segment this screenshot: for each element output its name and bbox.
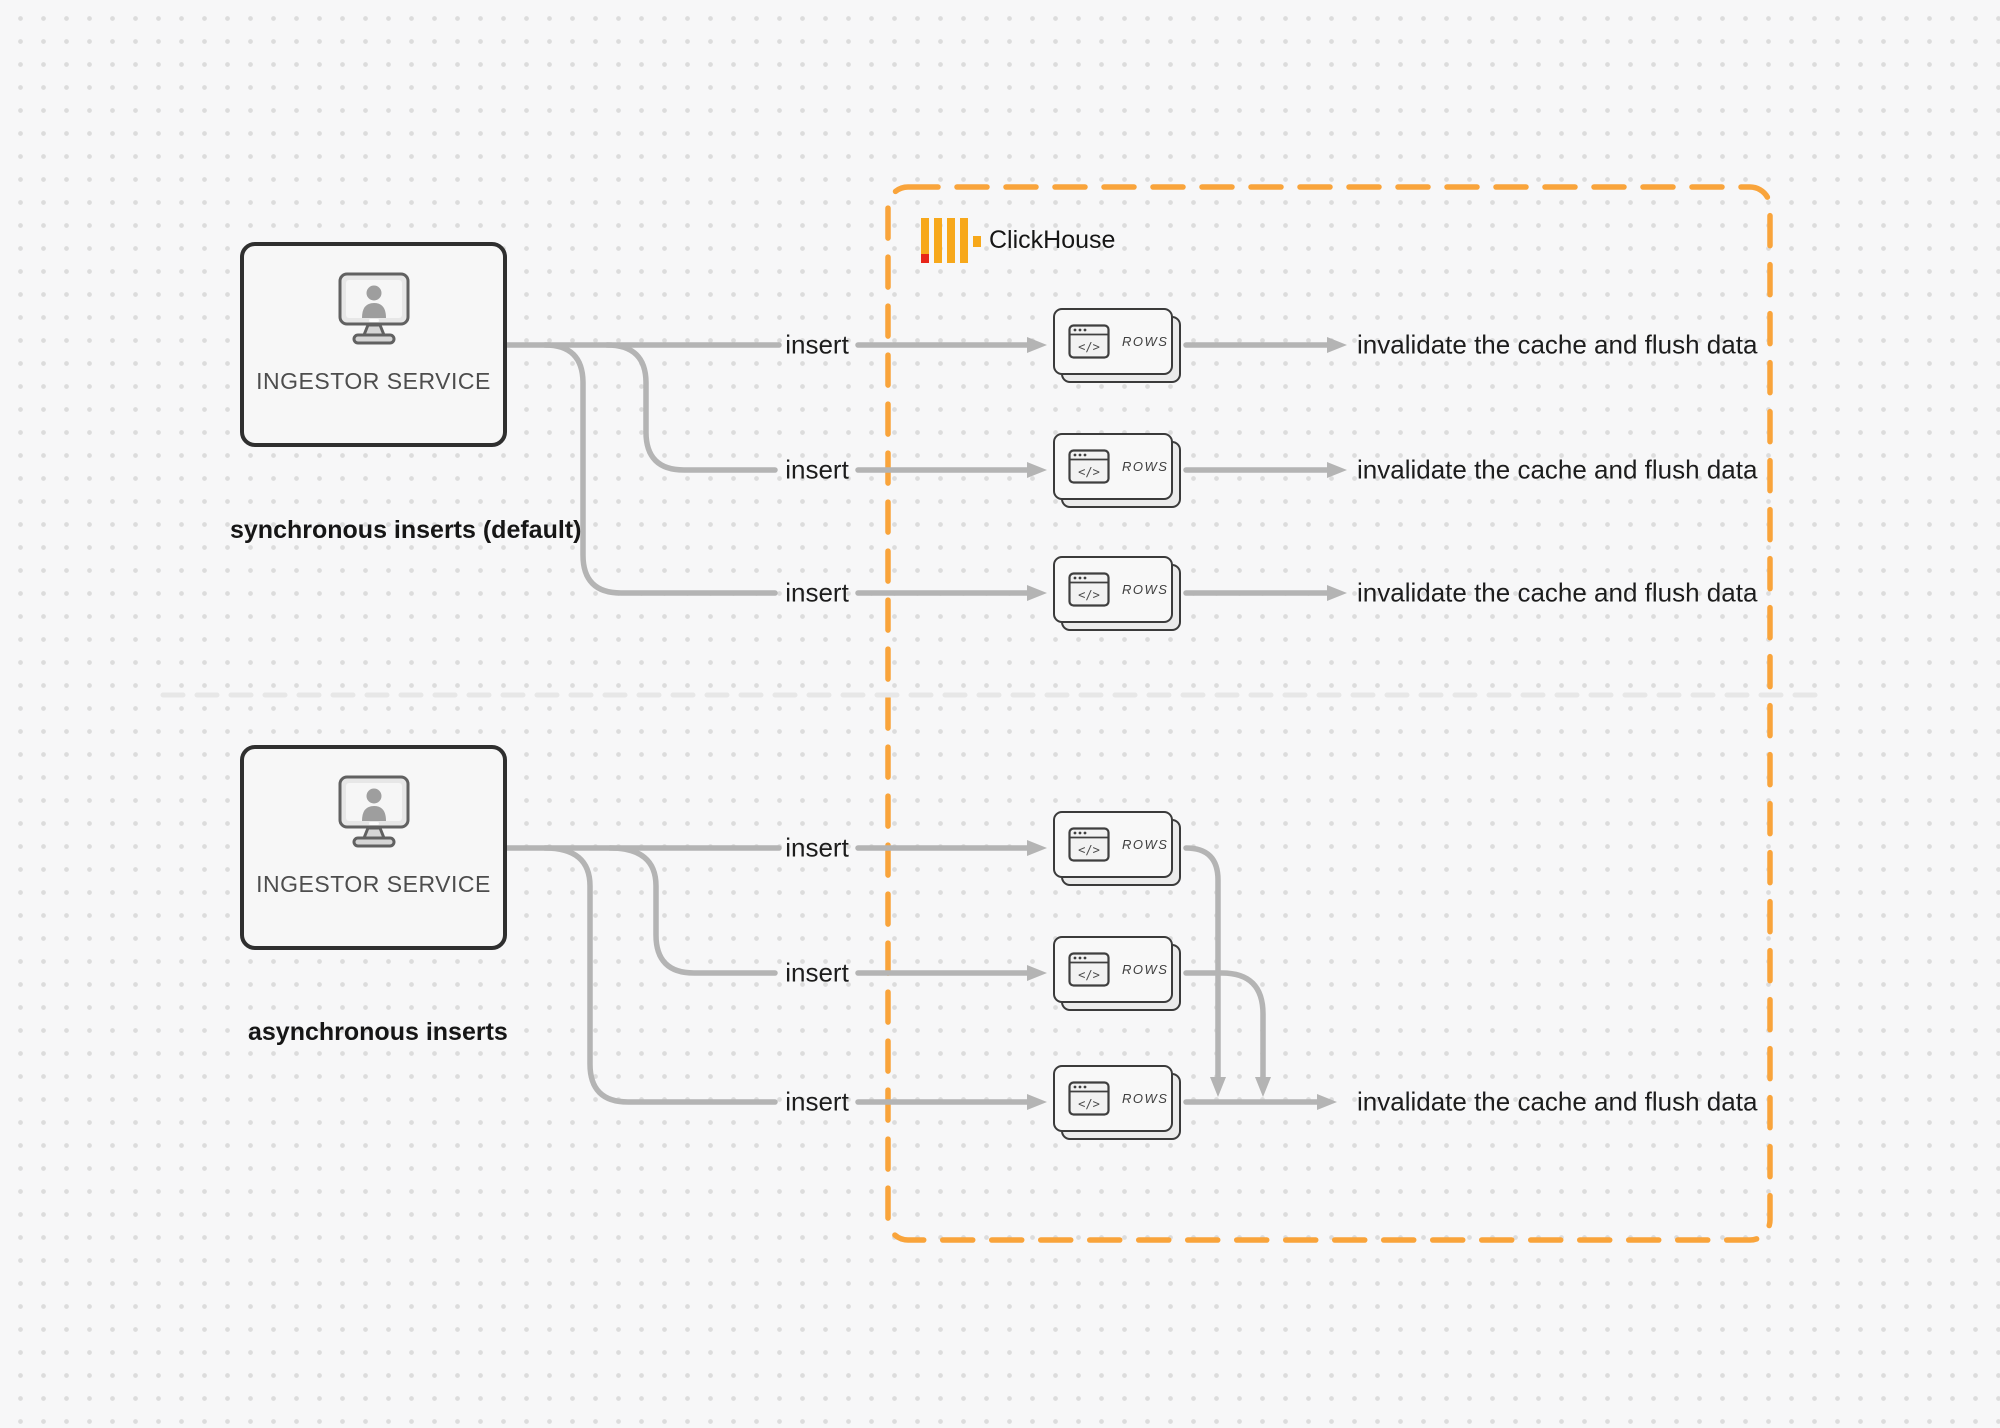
insert-label: insert — [785, 832, 849, 863]
ingestor-service-box-async: INGESTOR SERVICE — [240, 745, 507, 950]
invalidate-label: invalidate the cache and flush data — [1357, 577, 1758, 608]
rows-card-label: ROWS — [1122, 1091, 1169, 1106]
sync-caption: synchronous inserts (default) — [230, 516, 582, 544]
async-branch-row2 — [607, 845, 778, 976]
rows-card-front: </> ROWS — [1053, 556, 1173, 623]
monitor-user-icon — [338, 272, 409, 345]
sync-branch-row3 — [542, 342, 778, 596]
rows-card: </> ROWS — [1053, 1065, 1181, 1140]
async-merge-arrow-1 — [1183, 845, 1226, 1097]
insert-label: insert — [785, 329, 849, 360]
rows-card: </> ROWS — [1053, 936, 1181, 1011]
svg-text:</>: </> — [1078, 588, 1100, 602]
logo-red-accent — [921, 254, 929, 263]
insert-label: insert — [785, 454, 849, 485]
rows-card-front: </> ROWS — [1053, 308, 1173, 375]
rows-card-label: ROWS — [1122, 837, 1169, 852]
insert-label: insert — [785, 1086, 849, 1117]
rows-card: </> ROWS — [1053, 308, 1181, 383]
rows-card-front: </> ROWS — [1053, 1065, 1173, 1132]
async-merge-arrow-2 — [1183, 970, 1271, 1097]
sync-branch-row2 — [604, 342, 778, 473]
clickhouse-boundary — [885, 184, 1773, 1243]
invalidate-label: invalidate the cache and flush data — [1357, 329, 1758, 360]
insert-label: insert — [785, 577, 849, 608]
logo-bar — [921, 218, 929, 263]
code-window-icon: </> — [1068, 324, 1110, 359]
ingestor-service-label: INGESTOR SERVICE — [256, 871, 491, 897]
clickhouse-logo-icon — [921, 218, 981, 263]
ingestor-service-label: INGESTOR SERVICE — [256, 368, 491, 394]
rows-card-front: </> ROWS — [1053, 936, 1173, 1003]
rows-card-front: </> ROWS — [1053, 811, 1173, 878]
rows-card-label: ROWS — [1122, 962, 1169, 977]
code-window-icon: </> — [1068, 449, 1110, 484]
ingestor-service-box-sync: INGESTOR SERVICE — [240, 242, 507, 447]
rows-card-label: ROWS — [1122, 459, 1169, 474]
clickhouse-title: ClickHouse — [989, 226, 1116, 254]
async-caption: asynchronous inserts — [248, 1018, 508, 1046]
svg-text:</>: </> — [1078, 968, 1100, 982]
monitor-user-icon — [338, 775, 409, 848]
rows-card-front: </> ROWS — [1053, 433, 1173, 500]
invalidate-label: invalidate the cache and flush data — [1357, 1086, 1758, 1117]
code-window-icon: </> — [1068, 1081, 1110, 1116]
svg-text:</>: </> — [1078, 340, 1100, 354]
insert-label: insert — [785, 957, 849, 988]
async-branch-row3 — [542, 845, 778, 1105]
logo-bar — [947, 218, 955, 263]
rows-card: </> ROWS — [1053, 556, 1181, 631]
logo-bar — [960, 218, 968, 263]
clickhouse-logo: ClickHouse — [921, 218, 1115, 263]
code-window-icon: </> — [1068, 827, 1110, 862]
code-window-icon: </> — [1068, 572, 1110, 607]
rows-card-label: ROWS — [1122, 334, 1169, 349]
logo-bar — [934, 218, 942, 263]
invalidate-label: invalidate the cache and flush data — [1357, 454, 1758, 485]
rows-card: </> ROWS — [1053, 811, 1181, 886]
svg-text:</>: </> — [1078, 1097, 1100, 1111]
rows-card-label: ROWS — [1122, 582, 1169, 597]
code-window-icon: </> — [1068, 952, 1110, 987]
rows-card: </> ROWS — [1053, 433, 1181, 508]
svg-text:</>: </> — [1078, 465, 1100, 479]
logo-nub — [973, 236, 981, 247]
svg-text:</>: </> — [1078, 843, 1100, 857]
